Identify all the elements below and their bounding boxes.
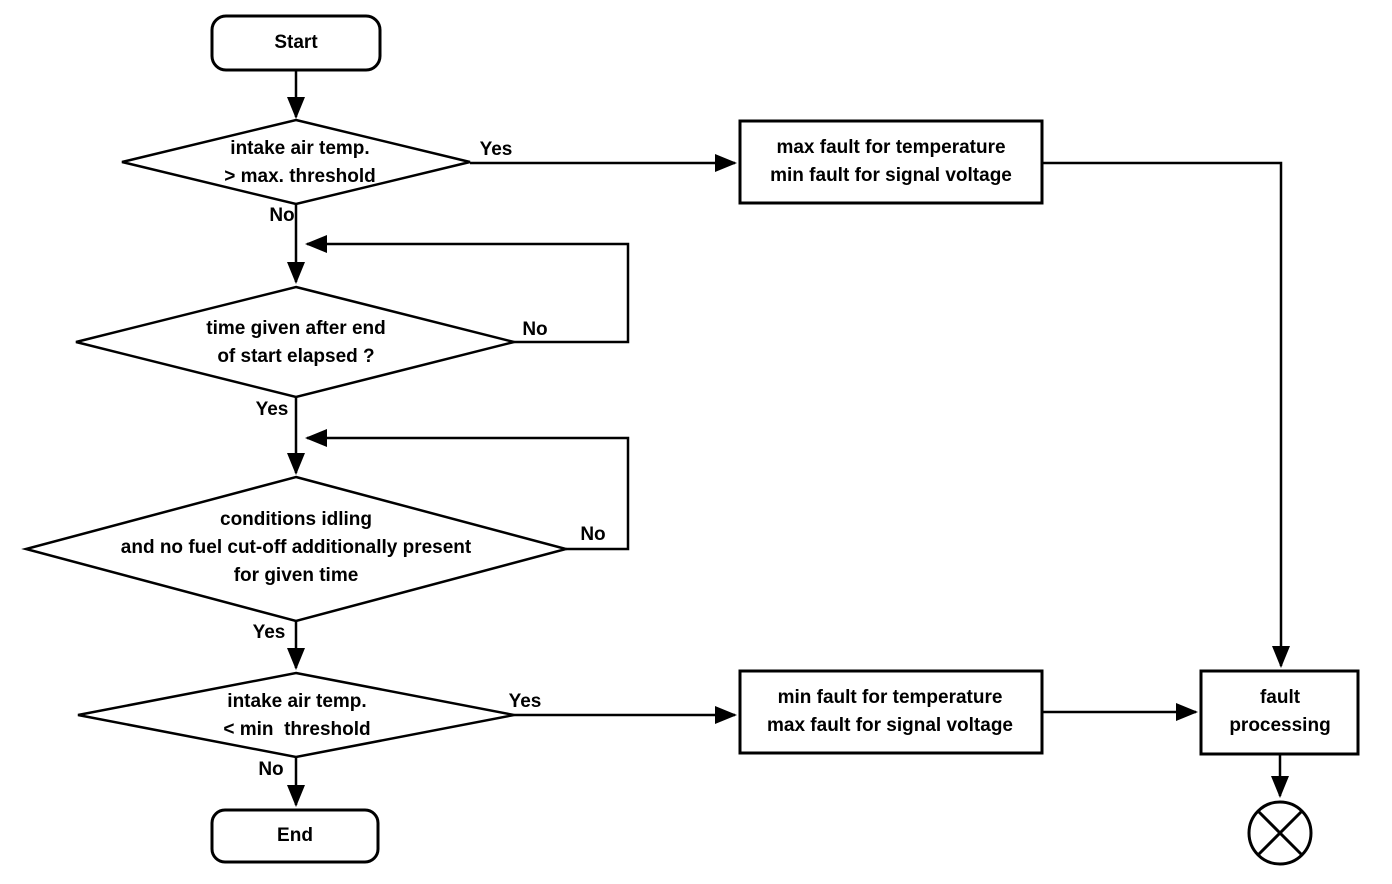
fault-processing-label: fault processing [1229, 687, 1331, 736]
edge-label-time-elapsed-yes: Yes [255, 399, 289, 420]
edge-time-elapsed-no-loop [305, 235, 630, 344]
decision-time-elapsed-label: time given after end of start elapsed ? [206, 318, 386, 367]
start-label: Start [274, 32, 318, 53]
crossed-circle-terminator-icon [1247, 800, 1313, 866]
edge-label-min-temp-yes: Yes [508, 691, 542, 712]
decision-min-temp-label: intake air temp. < min threshold [223, 691, 371, 740]
edge-label-min-temp-no: No [258, 759, 284, 780]
edge-idling-no-loop [305, 429, 630, 551]
decision-max-temp-label: intake air temp. > max. threshold [224, 138, 376, 187]
fault-processing-node [1199, 669, 1360, 756]
end-label: End [277, 825, 313, 846]
process-max-fault-label: max fault for temperature min fault for … [770, 137, 1012, 186]
edge-label-max-temp-yes: Yes [479, 139, 513, 160]
edge-label-idling-yes: Yes [252, 622, 286, 643]
decision-idling-label: conditions idling and no fuel cut-off ad… [120, 509, 472, 586]
edge-max-fault-to-fault-processing [1042, 161, 1290, 668]
edge-label-idling-no: No [580, 524, 606, 545]
process-min-fault-node [738, 669, 1044, 755]
edge-label-max-temp-no: No [269, 205, 295, 226]
edge-label-time-elapsed-no: No [522, 319, 548, 340]
process-max-fault-node [738, 119, 1044, 205]
process-min-fault-label: min fault for temperature max fault for … [767, 687, 1013, 736]
end-node [210, 808, 380, 864]
